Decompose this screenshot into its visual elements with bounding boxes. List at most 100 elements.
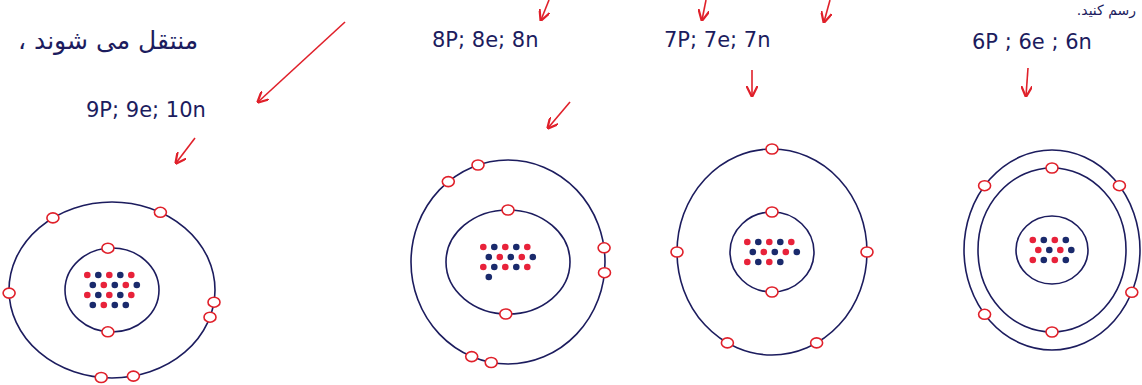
electron: [1113, 181, 1125, 191]
proton-dot: [524, 264, 531, 271]
proton-dot: [744, 239, 751, 246]
pointer-arrow: [176, 138, 195, 163]
neutron-dot: [794, 249, 801, 256]
atom-model: [671, 144, 873, 355]
atom-composition: 6P ; 6e ; 6n: [972, 30, 1096, 54]
electron: [502, 205, 514, 215]
proton-dot: [1030, 257, 1037, 264]
neutron-dot: [777, 259, 784, 266]
pointer-arrow: [1026, 68, 1028, 96]
proton-dot: [502, 244, 509, 251]
electron: [671, 247, 683, 257]
neutron-dot: [123, 302, 130, 309]
proton-dot: [524, 244, 531, 251]
note-text: رسم کنید.: [1077, 2, 1136, 18]
electron-shell: [411, 160, 605, 364]
atom-label-node: 9P; 9e; 10n: [86, 98, 210, 124]
proton-dot: [1030, 237, 1037, 244]
neutron-dot: [1063, 237, 1070, 244]
electron: [95, 373, 107, 383]
neutron-dot: [117, 292, 124, 299]
electron: [102, 327, 114, 337]
proton-dot: [788, 239, 795, 246]
electron: [500, 309, 512, 319]
proton-dot: [1052, 237, 1059, 244]
neutron-dot: [1063, 257, 1070, 264]
nucleus-outline: [446, 210, 570, 314]
pointer-arrow: [258, 22, 345, 102]
neutron-dot: [491, 244, 498, 251]
proton-dot: [766, 239, 773, 246]
proton-dot: [497, 254, 504, 261]
atom-composition: 9P; 9e; 10n: [86, 98, 210, 122]
atom-model: [411, 160, 611, 368]
pointer-arrow: [824, 0, 830, 22]
proton-dot: [84, 272, 91, 279]
pointer-arrow: [751, 70, 753, 96]
electron: [1046, 163, 1058, 173]
nucleus-outline: [1016, 216, 1088, 284]
proton-dot: [1057, 247, 1064, 254]
proton-dot: [519, 254, 526, 261]
electron: [1126, 287, 1138, 297]
electron: [721, 338, 733, 348]
neutron-dot: [95, 272, 102, 279]
electron: [208, 297, 220, 307]
electron: [442, 177, 454, 187]
neutron-dot: [486, 274, 493, 281]
electron-shell: [9, 202, 215, 378]
proton-dot: [1052, 257, 1059, 264]
proton-dot: [128, 292, 135, 299]
electron: [154, 207, 166, 217]
neutron-dot: [90, 282, 97, 289]
electron: [766, 144, 778, 154]
atom-composition: 7P; 7e; 7n: [664, 28, 775, 52]
electron: [861, 247, 873, 257]
neutron-dot: [755, 239, 762, 246]
electron: [599, 268, 611, 278]
electron: [766, 287, 778, 297]
neutron-dot: [112, 282, 119, 289]
proton-dot: [766, 259, 773, 266]
neutron-dot: [772, 249, 779, 256]
proton-dot: [480, 244, 487, 251]
electron: [1046, 327, 1058, 337]
electron-shell: [677, 149, 867, 355]
neutron-dot: [112, 302, 119, 309]
electron: [979, 309, 991, 319]
atom-label-node: 8P; 8e; 8n: [432, 28, 543, 54]
atom-model: [964, 150, 1140, 350]
note-text: منتقل می شوند ،: [18, 26, 198, 55]
nucleus-outline: [65, 248, 159, 332]
electron: [204, 312, 216, 322]
pointer-arrow: [548, 102, 570, 128]
neutron-dot: [508, 254, 515, 261]
neutron-dot: [117, 272, 124, 279]
neutron-dot: [513, 244, 520, 251]
proton-dot: [106, 272, 113, 279]
proton-dot: [123, 282, 130, 289]
electron: [127, 371, 139, 381]
electron: [472, 160, 484, 170]
proton-dot: [1035, 247, 1042, 254]
proton-dot: [128, 272, 135, 279]
neutron-dot: [134, 282, 141, 289]
atom-label-node: 6P ; 6e ; 6n: [972, 30, 1096, 56]
pointer-arrows: [176, 0, 1028, 163]
electron: [102, 243, 114, 253]
proton-dot: [744, 259, 751, 266]
neutron-dot: [1041, 237, 1048, 244]
electron: [811, 338, 823, 348]
atom-label-node: 7P; 7e; 7n: [664, 28, 775, 54]
atom-composition: 8P; 8e; 8n: [432, 28, 543, 52]
neutron-dot: [750, 249, 757, 256]
electron: [598, 243, 610, 253]
neutron-dot: [755, 259, 762, 266]
electron: [466, 352, 478, 362]
electron: [979, 181, 991, 191]
proton-dot: [84, 292, 91, 299]
neutron-dot: [777, 239, 784, 246]
electron: [766, 207, 778, 217]
electron-shell: [978, 168, 1126, 332]
